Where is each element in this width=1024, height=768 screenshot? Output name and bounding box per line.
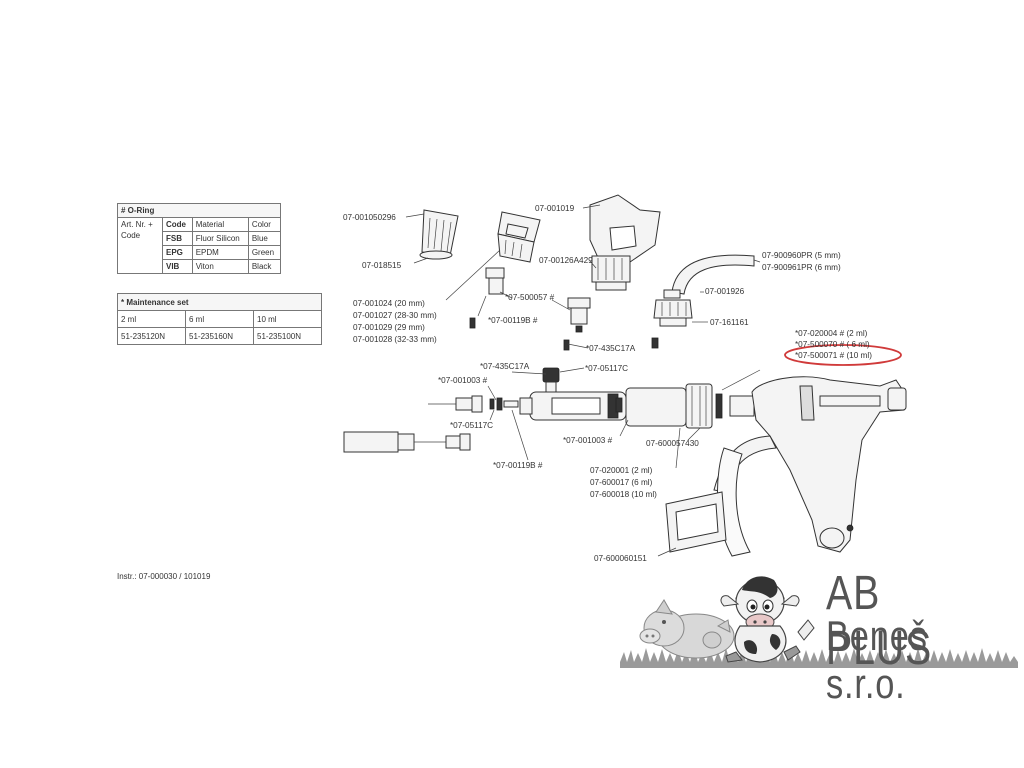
- oring-color: Blue: [247, 231, 282, 246]
- table-row: 2 ml 6 ml 10 ml: [117, 310, 322, 328]
- maintenance-code: 51-235160N: [185, 327, 254, 345]
- maintenance-size: 6 ml: [185, 310, 254, 328]
- oring-header-code: Code: [162, 217, 193, 232]
- handle-grip-part: [665, 491, 727, 553]
- label-07-500070: *07-500070 # ( 6 ml): [795, 340, 870, 349]
- highlight-ellipse: [784, 344, 902, 366]
- valve-connector-part: [469, 267, 591, 351]
- maintenance-size: 2 ml: [117, 310, 186, 328]
- needle-assembly-part: [343, 395, 519, 453]
- label-07-001003-left: *07-001003 #: [438, 376, 488, 385]
- oring-table: # O-Ring Art. Nr. + Code Code Material C…: [117, 203, 282, 274]
- oring-material: EPDM: [191, 245, 249, 260]
- syringe-gun-body-part: [713, 376, 907, 557]
- maintenance-code: 51-235100N: [253, 327, 322, 345]
- maintenance-set-table: * Maintenance set 2 ml 6 ml 10 ml 51-235…: [117, 293, 322, 345]
- table-row: 51-235120N 51-235160N 51-235100N: [117, 327, 322, 345]
- oring-artnr-label: Art. Nr. + Code: [117, 217, 163, 274]
- valve-body-part: [519, 367, 627, 421]
- label-07-001019: 07-001019: [535, 204, 575, 213]
- label-07-00126a429: 07-00126A429: [539, 256, 593, 265]
- label-07-600017: 07-600017 (6 ml): [590, 478, 653, 487]
- label-07-161161: 07-161161: [710, 318, 749, 327]
- logo-title: AB PLUS: [826, 567, 933, 675]
- label-07-020001: 07-020001 (2 ml): [590, 466, 653, 475]
- label-07-05117c-right: *07-05117C: [585, 364, 628, 373]
- label-07-435c17a-left: *07-435C17A: [480, 362, 530, 371]
- cow-illustration: [720, 576, 815, 663]
- label-07-001003-mid: *07-001003 #: [563, 436, 613, 445]
- label-07-900960pr: 07-900960PR (5 mm): [762, 251, 841, 260]
- label-07-500057: *07-500057 #: [505, 293, 555, 302]
- table-row: FSB Fluor Silicon Blue: [118, 231, 282, 246]
- oring-header-color: Color: [247, 217, 282, 232]
- label-07-05117c-left: *07-05117C: [450, 421, 493, 430]
- oring-header-material: Material: [191, 217, 249, 232]
- hose-part: [663, 254, 755, 299]
- maintenance-code: 51-235120N: [117, 327, 186, 345]
- oring-code: VIB: [162, 259, 193, 274]
- cap-part: [419, 209, 459, 260]
- oring-material: Fluor Silicon: [191, 231, 249, 246]
- pig-illustration: [639, 599, 735, 659]
- needle-holder-part: [497, 211, 541, 263]
- grass-strip: [620, 648, 1018, 668]
- bottle-connector-part: [651, 299, 693, 349]
- label-07-018515: 07-018515: [362, 261, 402, 270]
- logo-artwork: [620, 576, 1018, 668]
- table-row: EPG EPDM Green: [118, 245, 282, 260]
- label-07-001926: 07-001926: [705, 287, 745, 296]
- label-07-020004: *07-020004 # (2 ml): [795, 329, 868, 338]
- label-07-001024: 07-001024 (20 mm): [353, 299, 425, 308]
- label-07-001050296: 07-001050296: [343, 213, 396, 222]
- oring-code: EPG: [162, 245, 193, 260]
- maintenance-table-title: * Maintenance set: [117, 293, 322, 311]
- oring-color: Black: [247, 259, 282, 274]
- label-07-435c17a-right: *07-435C17A: [586, 344, 636, 353]
- maintenance-size: 10 ml: [253, 310, 322, 328]
- label-07-00119b-bottom: *07-00119B #: [493, 461, 543, 470]
- logo-subtitle: Beneš s.r.o.: [826, 612, 928, 707]
- label-07-900961pr: 07-900961PR (6 mm): [762, 263, 841, 272]
- bottle-holder-part: [589, 194, 661, 291]
- label-07-001029: 07-001029 (29 mm): [353, 323, 425, 332]
- label-07-001027: 07-001027 (28-30 mm): [353, 311, 437, 320]
- oring-color: Green: [247, 245, 282, 260]
- oring-table-title: # O-Ring: [117, 203, 281, 218]
- table-row: VIB Viton Black: [118, 259, 282, 274]
- oring-material: Viton: [191, 259, 249, 274]
- label-07-600060151: 07-600060151: [594, 554, 647, 563]
- label-07-001028: 07-001028 (32-33 mm): [353, 335, 437, 344]
- label-07-500071: *07-500071 # (10 ml): [795, 351, 872, 360]
- instruction-reference: Instr.: 07-000030 / 101019: [117, 572, 211, 581]
- part-labels: 07-001050296 07-018515 07-001019 07-0012…: [343, 204, 872, 563]
- oring-code: FSB: [162, 231, 193, 246]
- label-07-600018: 07-600018 (10 ml): [590, 490, 657, 499]
- label-07-00119b-top: *07-00119B #: [488, 316, 538, 325]
- glass-cylinder-part: [615, 383, 755, 429]
- label-07-600057430: 07-600057430: [646, 439, 699, 448]
